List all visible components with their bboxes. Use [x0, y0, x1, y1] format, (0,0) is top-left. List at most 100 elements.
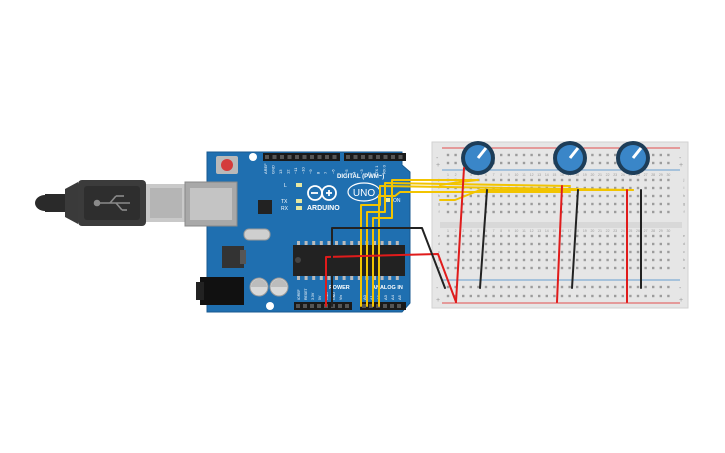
- column-number: 9: [508, 229, 510, 233]
- breadboard-hole: [530, 258, 533, 262]
- breadboard-hole: [629, 186, 632, 190]
- header-pin: [303, 304, 307, 308]
- column-number: 10: [514, 173, 518, 177]
- breadboard-hole: [583, 258, 586, 262]
- reset-button[interactable]: [216, 156, 238, 174]
- breadboard-hole: [522, 153, 526, 157]
- breadboard-hole: [614, 242, 617, 246]
- column-number: 11: [522, 229, 526, 233]
- breadboard-hole: [667, 258, 670, 262]
- breadboard-hole: [446, 294, 450, 298]
- breadboard-hole: [515, 194, 518, 198]
- column-number: 1: [447, 229, 449, 233]
- row-letter: g: [683, 201, 685, 206]
- breadboard-hole: [629, 285, 632, 289]
- breadboard-hole: [606, 234, 609, 238]
- breadboard-hole: [659, 266, 662, 270]
- column-number: 11: [522, 173, 526, 177]
- power-pin-label: RESET: [304, 287, 308, 300]
- breadboard-hole: [530, 210, 533, 214]
- breadboard-hole: [667, 153, 670, 157]
- header-pin: [265, 155, 269, 159]
- potentiometer[interactable]: [553, 141, 587, 175]
- breadboard-hole: [614, 178, 617, 182]
- chip-leg: [342, 276, 346, 280]
- breadboard-hole: [477, 258, 480, 262]
- header-pin: [317, 155, 322, 159]
- breadboard-hole: [636, 266, 640, 270]
- breadboard-hole: [591, 202, 594, 206]
- breadboard-hole: [530, 202, 533, 206]
- breadboard-hole: [652, 178, 655, 182]
- breadboard-hole: [636, 202, 640, 206]
- breadboard-hole: [530, 242, 533, 246]
- potentiometer[interactable]: [461, 141, 495, 175]
- breadboard-hole: [469, 234, 472, 238]
- breadboard-hole: [477, 250, 480, 254]
- chip-leg: [373, 276, 376, 280]
- analog-pin-label: A0: [362, 294, 367, 300]
- breadboard-hole: [667, 266, 670, 270]
- breadboard-hole: [522, 266, 526, 270]
- breadboard-hole: [621, 186, 624, 190]
- header-pin: [332, 155, 337, 159]
- breadboard-hole: [629, 210, 632, 214]
- header-pin: [345, 304, 349, 308]
- wire-yellow[interactable]: [439, 189, 634, 201]
- wire-red[interactable]: [556, 185, 563, 303]
- chip-leg: [312, 276, 316, 280]
- column-number: 21: [598, 173, 602, 177]
- breadboard-hole: [454, 194, 457, 198]
- wire-red[interactable]: [455, 167, 465, 303]
- breadboard-hole: [629, 242, 632, 246]
- chip-leg: [335, 276, 338, 280]
- board-name: ARDUINO: [307, 205, 340, 212]
- column-number: 22: [606, 229, 610, 233]
- breadboard-hole: [469, 258, 472, 262]
- wire-black[interactable]: [571, 189, 579, 289]
- breadboard-hole: [667, 234, 670, 238]
- wire-yellow[interactable]: [372, 179, 479, 307]
- wire-red[interactable]: [325, 253, 457, 307]
- breadboard-hole: [522, 285, 526, 289]
- breadboard-hole: [492, 285, 495, 289]
- header-pin: [280, 155, 284, 159]
- header-pin: [296, 304, 300, 308]
- header-pin: [317, 304, 321, 308]
- wire-black[interactable]: [479, 189, 488, 289]
- column-number: 7: [493, 229, 495, 233]
- breadboard-hole: [606, 186, 609, 190]
- breadboard-hole: [530, 266, 533, 270]
- breadboard-hole: [568, 178, 571, 182]
- breadboard-hole: [591, 234, 594, 238]
- breadboard-hole: [507, 258, 510, 262]
- row-letter: j: [683, 177, 685, 182]
- column-number: 8: [500, 229, 502, 233]
- breadboard-hole: [545, 161, 548, 165]
- breadboard-hole: [614, 294, 617, 298]
- potentiometer[interactable]: [616, 141, 650, 175]
- breadboard-hole: [515, 250, 518, 254]
- breadboard-hole: [644, 250, 647, 254]
- breadboard-hole: [598, 250, 602, 254]
- wire-black[interactable]: [331, 227, 446, 307]
- header-pin-label: 2: [367, 171, 372, 174]
- breadboard-hole: [576, 285, 579, 289]
- breadboard-hole: [652, 153, 655, 157]
- svg-text:UNO: UNO: [353, 188, 375, 199]
- breadboard-hole: [553, 266, 556, 270]
- column-number: 15: [552, 229, 556, 233]
- breadboard-hole: [492, 202, 495, 206]
- breadboard-hole: [500, 202, 503, 206]
- breadboard-hole: [652, 234, 655, 238]
- wire-yellow[interactable]: [378, 191, 571, 307]
- breadboard-hole: [500, 234, 503, 238]
- row-letter: c: [438, 249, 440, 254]
- wire-yellow[interactable]: [439, 179, 479, 186]
- voltage-regulator: [222, 246, 244, 268]
- header-pin-label: TX 1: [374, 165, 379, 174]
- breadboard-hole: [667, 194, 670, 198]
- breadboard-hole: [659, 153, 662, 157]
- breadboard-hole: [621, 285, 624, 289]
- breadboard-hole: [500, 285, 503, 289]
